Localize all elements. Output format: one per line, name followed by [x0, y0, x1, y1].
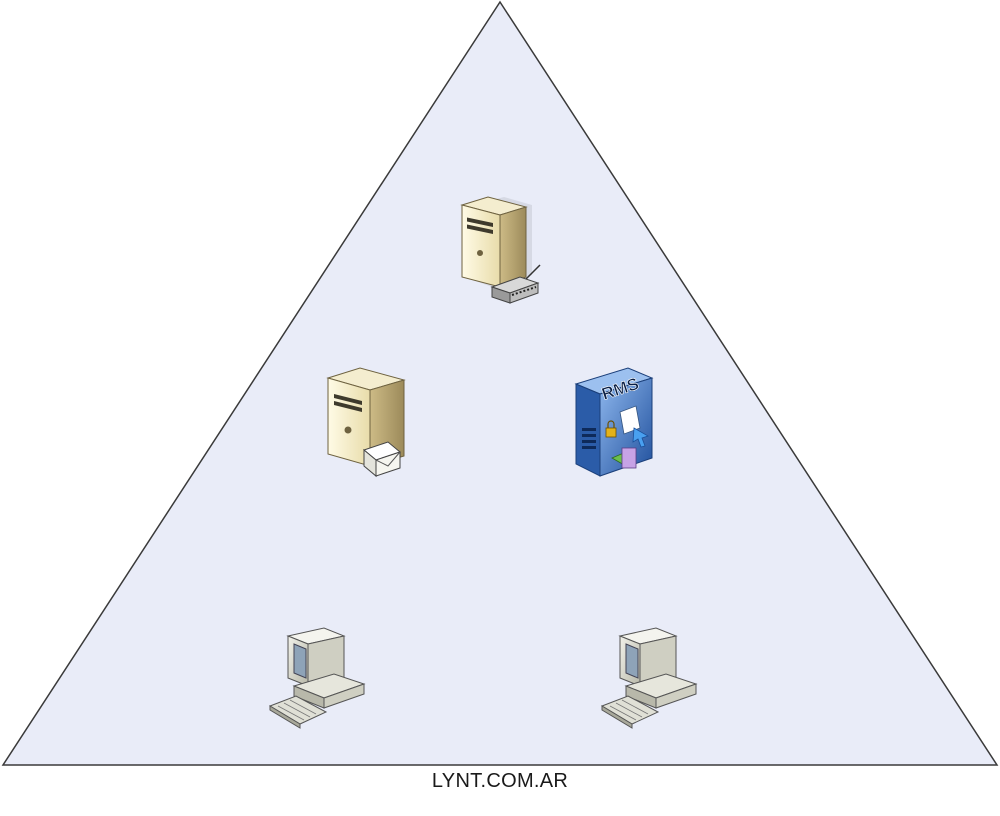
workstation-left-icon[interactable] [268, 627, 366, 729]
workstation-right-icon[interactable] [600, 627, 698, 729]
domain-triangle [1, 0, 999, 766]
domain-label: LYNT.COM.AR [431, 770, 569, 792]
rms-server-icon[interactable]: RMS [574, 367, 654, 477]
server-with-hub-icon[interactable] [460, 196, 541, 304]
server-with-mail-icon[interactable] [326, 367, 406, 478]
